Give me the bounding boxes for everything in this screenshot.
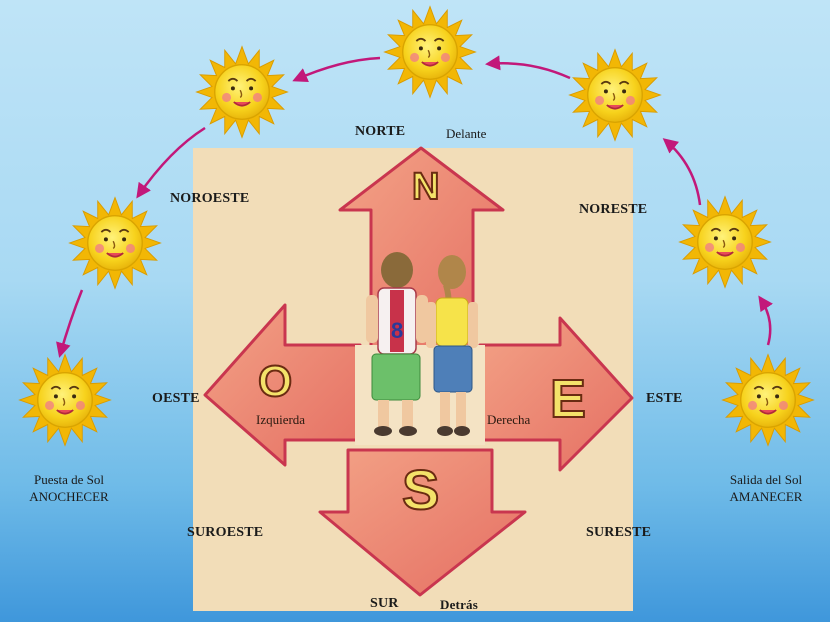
arrow-east bbox=[478, 316, 634, 472]
letter-west: O bbox=[257, 357, 293, 406]
arrow-west bbox=[203, 303, 362, 467]
label-east: ESTE bbox=[646, 391, 683, 406]
letter-east: E bbox=[549, 369, 587, 429]
sun-icon bbox=[68, 196, 162, 290]
sunrise-caption: Salida del Sol AMANECER bbox=[710, 471, 822, 505]
sun-icon bbox=[678, 195, 772, 289]
girl-figure bbox=[426, 255, 478, 436]
letter-south: S bbox=[401, 458, 440, 521]
sunrise-line1: Salida del Sol bbox=[729, 472, 803, 487]
sun-icon bbox=[568, 48, 662, 142]
label-southeast: SURESTE bbox=[586, 525, 652, 540]
sun-icon bbox=[383, 5, 477, 99]
label-southwest: SUROESTE bbox=[187, 525, 264, 540]
sun-path bbox=[56, 55, 773, 358]
arrow-south bbox=[318, 448, 527, 597]
label-right: Derecha bbox=[487, 412, 531, 427]
sunset-line1: Puesta de Sol bbox=[33, 472, 105, 487]
label-back: Detrás bbox=[440, 597, 479, 612]
sun-icon bbox=[18, 353, 112, 447]
label-northwest: NOROESTE bbox=[170, 191, 250, 206]
label-front: Delante bbox=[446, 126, 487, 141]
boy-figure bbox=[366, 252, 428, 436]
shirt-number: 8 bbox=[391, 318, 404, 343]
label-north: NORTE bbox=[355, 124, 406, 139]
sunrise-line2: AMANECER bbox=[729, 489, 803, 504]
label-west: OESTE bbox=[152, 391, 200, 406]
sun-icon bbox=[195, 45, 289, 139]
label-left: Izquierda bbox=[256, 412, 306, 427]
label-northeast: NORESTE bbox=[579, 202, 648, 217]
sun-icon bbox=[721, 353, 815, 447]
sunset-line2: ANOCHECER bbox=[29, 489, 109, 504]
sunset-caption: Puesta de Sol ANOCHECER bbox=[14, 471, 124, 505]
letter-north: N bbox=[411, 166, 440, 208]
label-south: SUR bbox=[370, 596, 399, 611]
